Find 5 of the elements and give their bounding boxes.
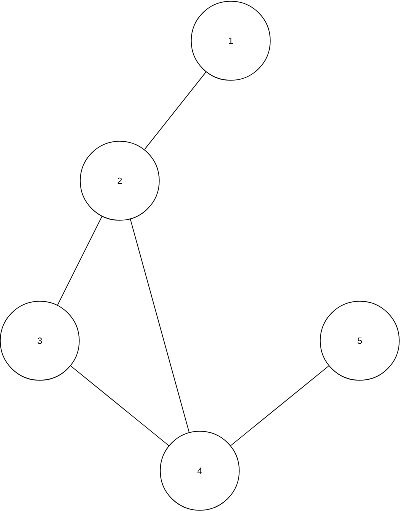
edge-line xyxy=(70,366,170,446)
edge-line xyxy=(57,216,103,306)
edge-line xyxy=(144,72,207,150)
edge-line xyxy=(130,219,190,433)
edge-line xyxy=(230,366,330,446)
